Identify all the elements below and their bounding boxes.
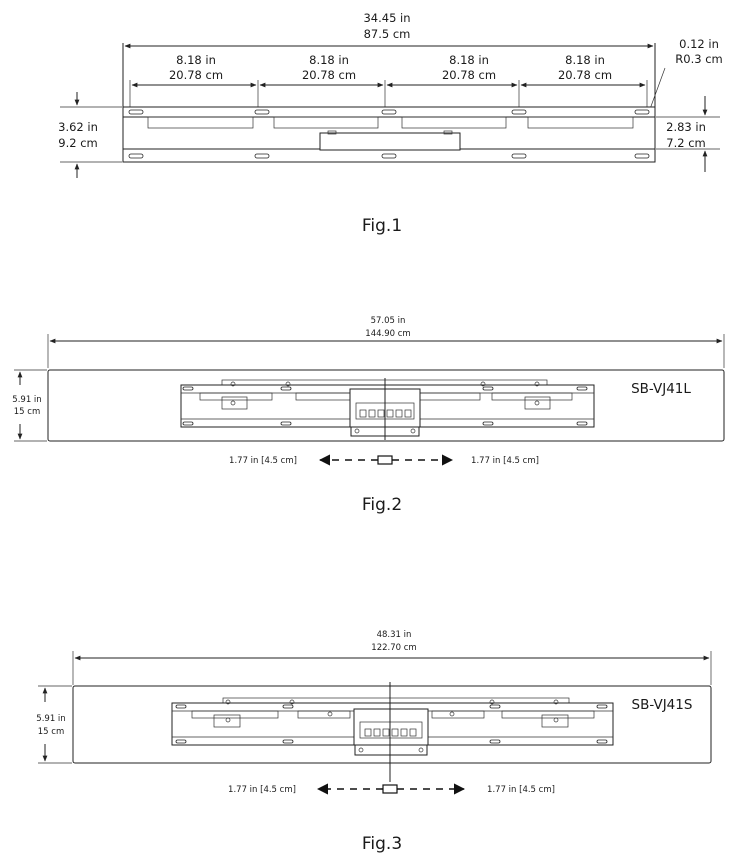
fig1-overall-width-in: 34.45 in (363, 11, 410, 25)
spacing-4-in: 8.18 in (565, 53, 605, 67)
right-height-cm: 7.2 cm (666, 136, 705, 150)
fig2-caption: Fig.2 (362, 495, 402, 515)
fig3-bracket (171, 682, 614, 782)
spacing-2-in: 8.18 in (309, 53, 349, 67)
fig1-wall-bracket (122, 106, 656, 163)
fig3-offset-left: 1.77 in [4.5 cm] (228, 785, 296, 795)
fig2-offset-left: 1.77 in [4.5 cm] (229, 456, 297, 466)
fig2-width-dimension: 57.05 in 144.90 cm (47, 316, 725, 368)
fig3-offset-right: 1.77 in [4.5 cm] (487, 785, 555, 795)
left-height-in: 3.62 in (58, 120, 98, 134)
fig3: 48.31 in 122.70 cm 5.91 in 15 cm SB-VJ41… (36, 630, 712, 854)
fig3-width-cm: 122.70 cm (371, 643, 416, 653)
fig2-height-cm: 15 cm (14, 407, 40, 417)
spacing-4-cm: 20.78 cm (558, 68, 612, 82)
fig3-width-in: 48.31 in (377, 630, 412, 640)
fig2-height-dimension: 5.91 in 15 cm (12, 369, 47, 442)
fig1-caption: Fig.1 (362, 216, 402, 236)
fig2-offset-right: 1.77 in [4.5 cm] (471, 456, 539, 466)
fig2-width-cm: 144.90 cm (365, 329, 410, 339)
fig3-model-name: SB-VJ41S (632, 697, 693, 713)
fig2-width-in: 57.05 in (371, 316, 406, 326)
fig2-offset-indicator: 1.77 in [4.5 cm] 1.77 in [4.5 cm] (229, 454, 539, 466)
spacing-2-cm: 20.78 cm (302, 68, 356, 82)
fig1-overall-width-cm: 87.5 cm (364, 27, 411, 41)
fig3-caption: Fig.3 (362, 834, 402, 854)
radius-cm: R0.3 cm (675, 52, 722, 66)
fig3-width-dimension: 48.31 in 122.70 cm (72, 630, 712, 685)
fig1-radius-callout: 0.12 in R0.3 cm (649, 37, 723, 110)
fig1-spacing-dimensions: 8.18 in 20.78 cm 8.18 in 20.78 cm 8.18 i… (129, 53, 648, 112)
spacing-1-cm: 20.78 cm (169, 68, 223, 82)
left-height-cm: 9.2 cm (58, 136, 97, 150)
fig1-right-height-dimension: 2.83 in 7.2 cm (656, 96, 720, 172)
fig2-model-name: SB-VJ41L (631, 381, 691, 397)
fig1-overall-width-dimension: 34.45 in 87.5 cm (122, 11, 656, 108)
spacing-3-cm: 20.78 cm (442, 68, 496, 82)
fig3-offset-indicator: 1.77 in [4.5 cm] 1.77 in [4.5 cm] (228, 783, 555, 795)
fig3-height-dimension: 5.91 in 15 cm (36, 685, 72, 764)
right-height-in: 2.83 in (666, 120, 706, 134)
spacing-1-in: 8.18 in (176, 53, 216, 67)
fig2: 57.05 in 144.90 cm 5.91 in 15 cm SB-VJ41… (12, 316, 725, 515)
fig3-height-in: 5.91 in (36, 714, 65, 724)
fig1-left-height-dimension: 3.62 in 9.2 cm (58, 92, 122, 178)
fig2-height-in: 5.91 in (12, 395, 41, 405)
fig3-height-cm: 15 cm (38, 727, 64, 737)
fig2-bracket (180, 378, 595, 440)
radius-in: 0.12 in (679, 37, 719, 51)
spacing-3-in: 8.18 in (449, 53, 489, 67)
fig1: 34.45 in 87.5 cm 8.18 in 20.78 cm 8.18 i… (58, 11, 723, 236)
